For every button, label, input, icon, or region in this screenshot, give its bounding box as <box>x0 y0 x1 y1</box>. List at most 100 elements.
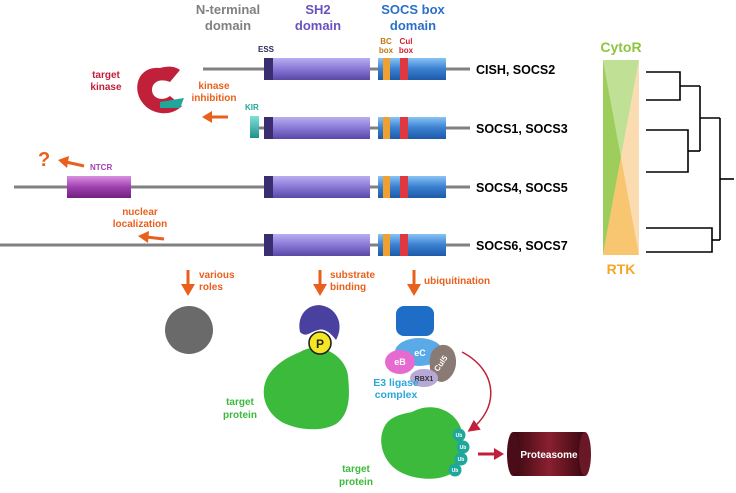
elongin-b <box>385 350 415 374</box>
arrow-ubiquitination <box>407 270 421 296</box>
ubiquitin-transfer-arrow <box>461 351 492 432</box>
proteasome-label: Proteasome <box>520 450 578 461</box>
header-socs-box: SOCS box domain <box>381 2 445 33</box>
kinase-inhibition-arrow <box>202 111 228 123</box>
phylogenetic-tree: CytoR RTK <box>600 39 734 277</box>
row-cish-socs2: CISH, SOCS2 <box>203 58 555 80</box>
ntcr-arrow <box>58 156 85 168</box>
header-socs-box-line1: SOCS box <box>381 2 445 17</box>
header-cul-line1: Cul <box>400 37 413 46</box>
row-socs1-socs3: SOCS1, SOCS3 <box>250 116 568 139</box>
header-cul-box: Cul box <box>399 37 414 55</box>
kir-label: KIR <box>245 103 259 112</box>
e3-ligase-line2: complex <box>375 389 418 401</box>
nuclear-localization-line1: nuclear <box>122 207 158 218</box>
elongin-b-label: eB <box>394 357 406 367</box>
ess-label: ESS <box>258 45 275 54</box>
cytor-wedge <box>603 60 639 157</box>
socs-box <box>378 58 446 80</box>
sh2-domain <box>264 117 370 139</box>
cul-box-segment <box>400 117 408 139</box>
socs-box <box>378 176 446 198</box>
phosphate-circle <box>308 331 332 355</box>
nuclear-localization-line2: localization <box>113 219 167 230</box>
row-socs4-socs5: SOCS4, SOCS5 <box>14 176 568 198</box>
sh2-binder: P <box>299 305 340 355</box>
target-protein-2 <box>381 407 464 479</box>
various-roles-line2: roles <box>199 282 223 293</box>
sh2-domain <box>264 58 370 80</box>
socs-box <box>378 117 446 139</box>
ubiquitination-label: ubiquitination <box>424 276 490 287</box>
ubiquitin-label: Ub <box>458 457 465 463</box>
rtk-label: RTK <box>607 261 636 277</box>
cul-box-segment <box>400 58 408 80</box>
header-bc-line1: BC <box>380 37 392 46</box>
row-label: SOCS6, SOCS7 <box>476 239 568 253</box>
bc-box-segment <box>383 117 390 139</box>
ess-segment <box>264 234 273 256</box>
bc-box-segment <box>383 58 390 80</box>
ess-segment <box>264 117 273 139</box>
target-protein-1-line2: protein <box>223 410 257 421</box>
kinase-inhibition-line1: kinase <box>198 81 230 92</box>
cul-box-segment <box>400 234 408 256</box>
nuclear-localization-arrow <box>138 231 165 243</box>
sh2-domain-shape <box>299 305 340 340</box>
cytor-label: CytoR <box>600 39 641 55</box>
target-kinase-line2: kinase <box>90 82 122 93</box>
e3-ligase-line1: E3 ligase <box>373 377 419 389</box>
row-label: CISH, SOCS2 <box>476 63 555 77</box>
header-n-terminal-line2: domain <box>205 18 251 33</box>
target-kinase <box>137 66 184 114</box>
arrow-substrate-binding <box>313 270 327 296</box>
row-socs6-socs7: SOCS6, SOCS7 <box>0 234 568 256</box>
header-sh2-line2: domain <box>295 18 341 33</box>
proteasome-cap-right <box>579 432 591 476</box>
sh2-domain <box>264 176 370 198</box>
ubiquitin <box>448 463 462 477</box>
bc-box-segment <box>383 234 390 256</box>
e3-ligase-complex: eC eB Cul5 RBX1 <box>385 306 457 387</box>
target-kinase-line1: target <box>92 70 120 81</box>
target-protein-1-line1: target <box>226 397 254 408</box>
cul5 <box>429 344 457 382</box>
target-protein-2-line1: target <box>342 464 370 475</box>
various-roles-line1: various <box>199 270 235 281</box>
proteasome: Proteasome <box>507 432 591 476</box>
ess-segment <box>264 58 273 80</box>
sh2-domain <box>264 234 370 256</box>
cytor-wedge-dark <box>603 60 621 255</box>
rbx1-label: RBX1 <box>415 376 434 383</box>
header-bc-line2: box <box>379 46 394 55</box>
rtk-wedge-light <box>621 60 639 255</box>
target-protein-shape <box>263 347 349 430</box>
to-proteasome-arrow <box>478 448 504 460</box>
ubiquitin <box>452 428 466 442</box>
arrow-various-roles <box>181 270 195 296</box>
elongin-c-label: eC <box>414 348 426 358</box>
ubiquitin <box>454 452 468 466</box>
header-n-terminal: N-terminal domain <box>196 2 260 33</box>
header-sh2-line1: SH2 <box>305 2 330 17</box>
target-protein-shape <box>381 407 464 479</box>
ess-segment <box>264 176 273 198</box>
ubiquitin <box>456 440 470 454</box>
unknown-function-question: ? <box>38 149 50 171</box>
header-sh2: SH2 domain <box>295 2 341 33</box>
ubiquitin-chain: Ub Ub Ub Ub <box>448 428 470 477</box>
row-label: SOCS4, SOCS5 <box>476 181 568 195</box>
target-protein-2-line2: protein <box>339 477 373 488</box>
kinase-inhibition-line2: inhibition <box>192 93 237 104</box>
substrate-binding-line2: binding <box>330 282 366 293</box>
ubiquitin-label: Ub <box>452 468 459 474</box>
kir-domain <box>250 116 259 138</box>
various-roles-circle <box>165 306 213 354</box>
ubiquitin-label: Ub <box>460 445 467 451</box>
kir-bound <box>160 98 184 108</box>
cul-box-segment <box>400 176 408 198</box>
ubiquitin-label: Ub <box>456 433 463 439</box>
header-bc-box: BC box <box>379 37 394 55</box>
rtk-wedge <box>603 157 639 255</box>
